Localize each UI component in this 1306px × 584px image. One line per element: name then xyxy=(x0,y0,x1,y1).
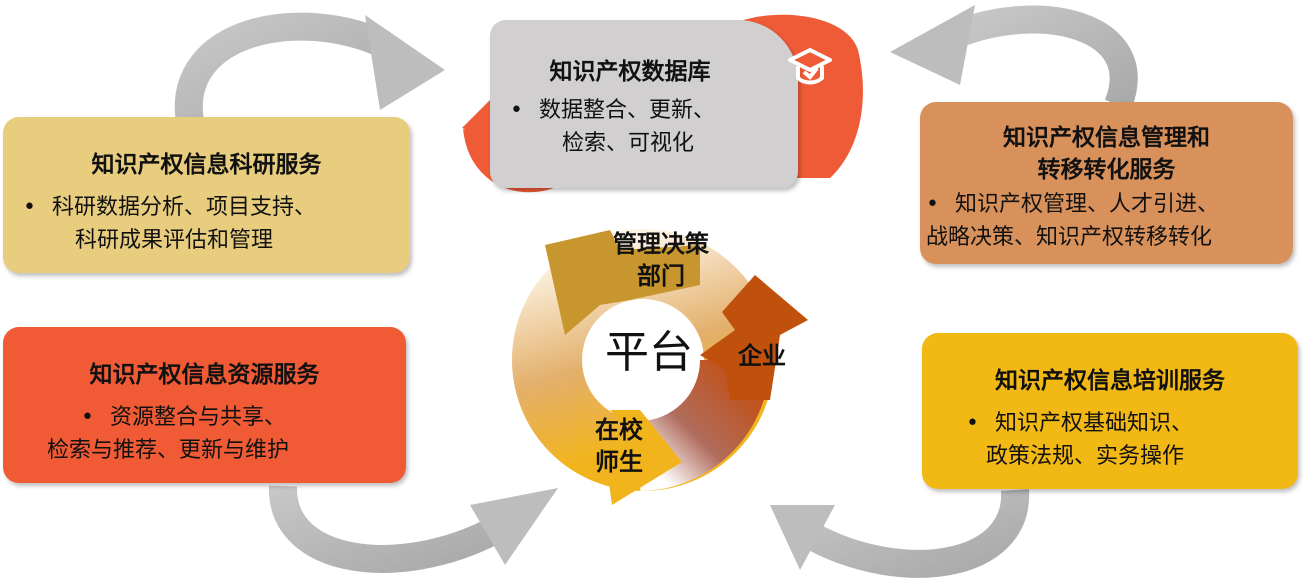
database-title: 知识产权数据库 xyxy=(549,58,711,85)
management-segment-arrow xyxy=(545,230,700,335)
database-box: 知识产权数据库 •数据整合、更新、 检索、可视化 xyxy=(490,20,798,188)
management-box: 知识产权信息管理和 转移转化服务 •知识产权管理、人才引进、 战略决策、知识产权… xyxy=(920,102,1293,264)
loop-arrow-bottom-left xyxy=(269,485,558,573)
loop-arrow-bottom-right xyxy=(770,489,1030,578)
research-box: 知识产权信息科研服务 •科研数据分析、项目支持、 科研成果评估和管理 xyxy=(3,117,410,273)
management-body: •知识产权管理、人才引进、 战略决策、知识产权转移转化 xyxy=(926,192,1219,250)
students-segment-arrow xyxy=(605,410,682,505)
loop-arrow-top-right xyxy=(890,5,1138,111)
resource-title: 知识产权信息资源服务 xyxy=(89,361,320,388)
enterprise-segment-arrow xyxy=(700,275,808,400)
students-segment-label: 在校 师生 xyxy=(595,415,643,476)
center-cycle xyxy=(512,229,808,505)
research-body: •科研数据分析、项目支持、 科研成果评估和管理 xyxy=(23,195,316,253)
graduation-cap-icon xyxy=(788,48,832,85)
research-title: 知识产权信息科研服务 xyxy=(91,151,322,178)
training-box: 知识产权信息培训服务 •知识产权基础知识、 政策法规、实务操作 xyxy=(922,333,1298,489)
training-body: •知识产权基础知识、 政策法规、实务操作 xyxy=(966,411,1193,469)
management-segment-label: 管理决策 部门 xyxy=(613,229,709,290)
enterprise-segment-label: 企业 xyxy=(738,341,786,370)
resource-box: 知识产权信息资源服务 •资源整合与共享、 检索与推荐、更新与维护 xyxy=(3,327,406,483)
bullet: • xyxy=(510,98,523,123)
training-title: 知识产权信息培训服务 xyxy=(995,367,1225,394)
database-body: •数据整合、更新、 检索、可视化 xyxy=(510,98,715,156)
center-label: 平台 xyxy=(605,327,693,378)
loop-arrow-top-left xyxy=(174,12,445,125)
resource-body: •资源整合与共享、 检索与推荐、更新与维护 xyxy=(47,405,290,463)
management-title: 知识产权信息管理和 转移转化服务 xyxy=(1003,124,1210,183)
